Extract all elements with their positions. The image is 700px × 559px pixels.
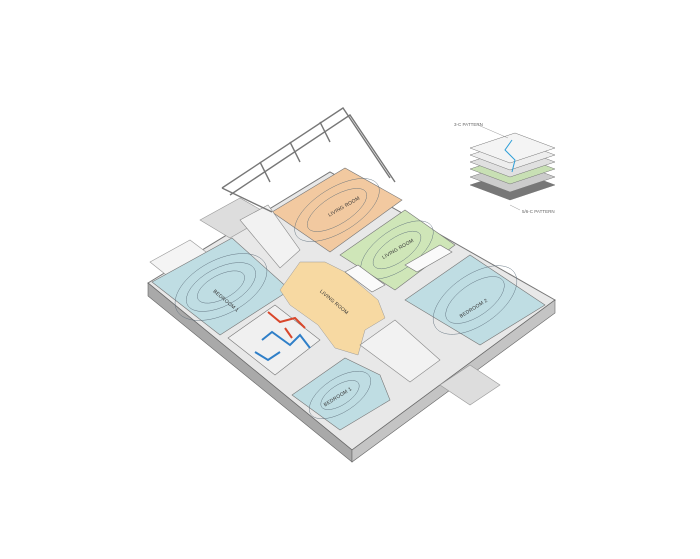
floor-layer-detail <box>469 124 556 211</box>
hall-floor <box>279 261 386 356</box>
mechanical-room <box>227 304 321 376</box>
bedroom-right-floor <box>404 254 546 346</box>
living-room-top-floor <box>271 167 403 253</box>
kitchen-counter <box>344 264 386 293</box>
roof-frame <box>221 107 396 213</box>
kitchen-counter-2 <box>404 244 453 273</box>
callout-top: 3-C PATTERN <box>454 122 483 127</box>
bedroom-bottom-floor <box>291 357 391 431</box>
hvac-pipes <box>254 311 311 362</box>
radiant-contours <box>174 178 518 420</box>
bathroom-top <box>239 204 301 269</box>
patio-bottom-right <box>439 364 501 406</box>
living-room-green-floor <box>339 209 456 291</box>
callout-bottom: 5/6-C PATTERN <box>522 209 555 214</box>
bathroom-bottom <box>359 319 441 383</box>
